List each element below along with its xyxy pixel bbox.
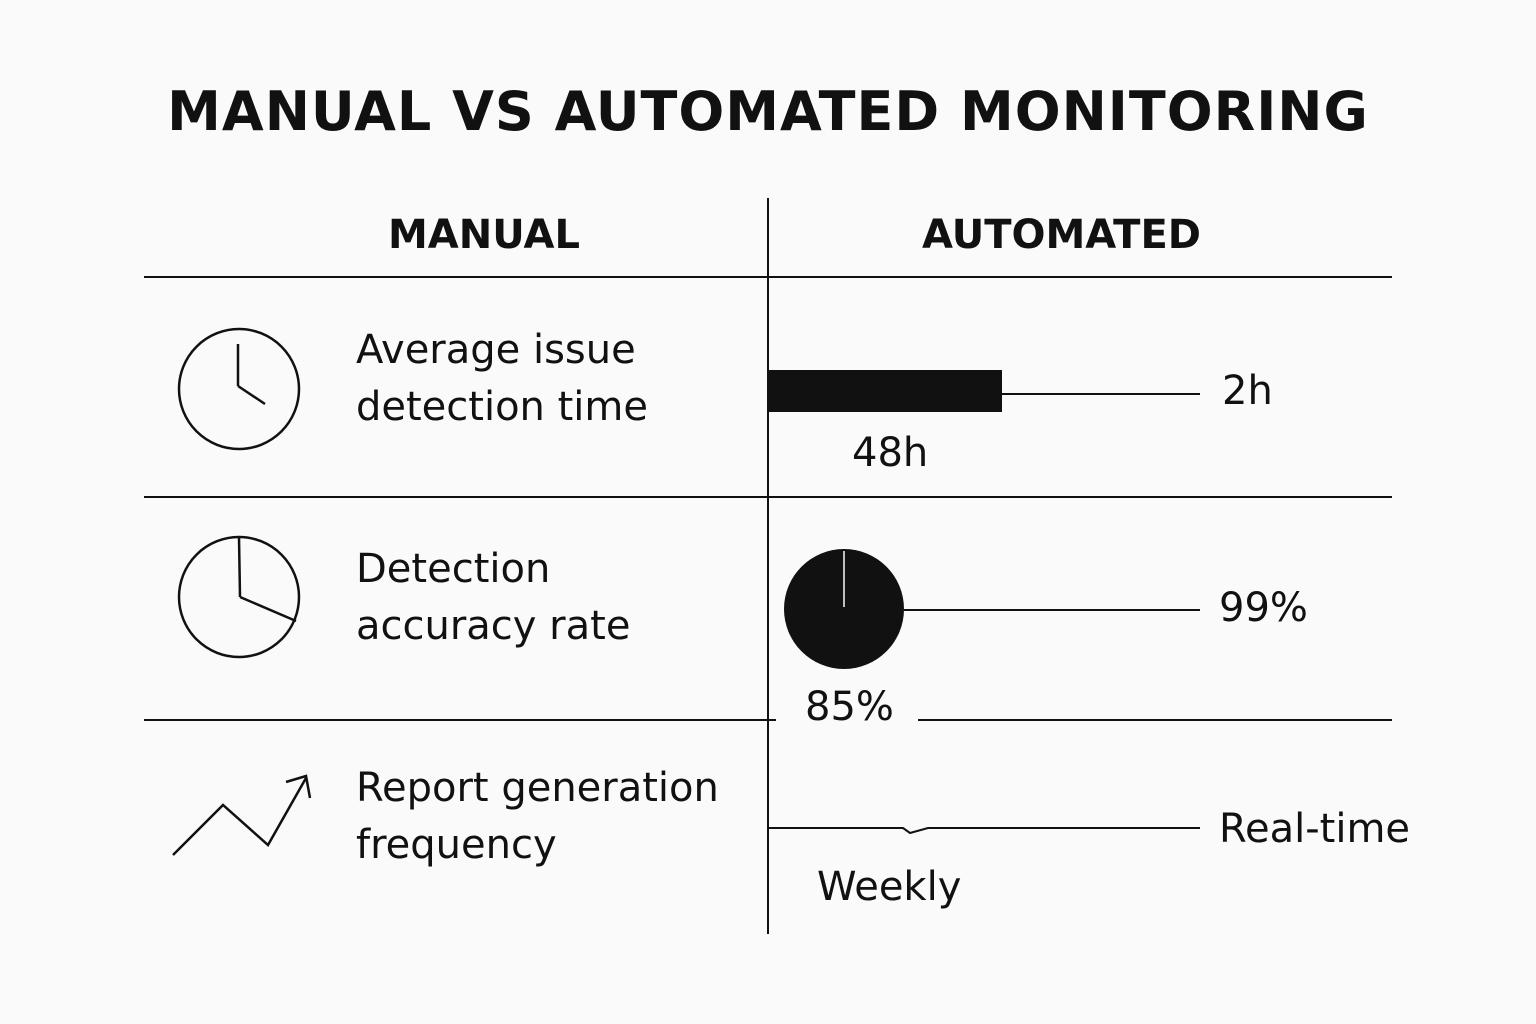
- row-divider-2-left: [144, 719, 776, 721]
- row-divider-2-right: [918, 719, 1392, 721]
- connector-line: [1002, 393, 1200, 395]
- automated-value: Real-time: [1219, 806, 1411, 852]
- connector-line: [904, 609, 1200, 611]
- page-title: MANUAL VS AUTOMATED MONITORING: [167, 80, 1369, 143]
- column-divider: [767, 198, 769, 934]
- automated-accuracy-pie: [784, 549, 904, 669]
- manual-value: 48h: [852, 430, 929, 476]
- frequency-connector-line: [768, 827, 1200, 835]
- metric-label-line: detection time: [356, 384, 648, 430]
- metric-label-detection-time: Average issue detection time: [356, 322, 648, 436]
- pie-chart-icon: [177, 535, 301, 659]
- metric-label-line: frequency: [356, 822, 557, 868]
- column-header-automated: AUTOMATED: [922, 212, 1201, 258]
- column-header-manual: MANUAL: [388, 212, 580, 258]
- manual-value-bar: [768, 370, 1002, 412]
- metric-label-accuracy: Detection accuracy rate: [356, 541, 630, 655]
- row-divider-1: [144, 496, 1392, 498]
- clock-icon: [177, 327, 301, 451]
- metric-label-line: Detection: [356, 546, 551, 592]
- manual-value: Weekly: [817, 864, 962, 910]
- manual-value: 85%: [805, 684, 894, 730]
- automated-value: 2h: [1222, 368, 1273, 414]
- metric-label-line: Report generation: [356, 765, 719, 811]
- trend-up-arrow-icon: [172, 774, 312, 856]
- automated-value: 99%: [1219, 585, 1308, 631]
- metric-label-line: Average issue: [356, 327, 636, 373]
- header-divider: [144, 276, 1392, 278]
- metric-label-report-frequency: Report generation frequency: [356, 760, 719, 874]
- metric-label-line: accuracy rate: [356, 603, 631, 649]
